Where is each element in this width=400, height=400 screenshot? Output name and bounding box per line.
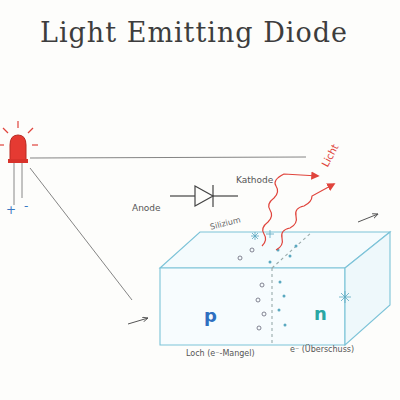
light-wave — [276, 184, 334, 250]
diode-symbol — [170, 185, 238, 207]
silicon-atoms — [251, 230, 351, 303]
current-arrow — [358, 214, 378, 222]
light-label: Licht — [320, 142, 341, 168]
electron-note: e⁻ (Überschuss) — [290, 346, 354, 355]
zoom-line — [30, 157, 306, 158]
material-label: Silizium — [209, 216, 241, 232]
led-dome — [10, 135, 26, 160]
terminal-label: Anode — [132, 204, 161, 214]
polarity-sign: - — [24, 200, 28, 213]
led-leg — [14, 163, 15, 205]
holes — [238, 248, 266, 330]
zoom-line — [30, 168, 132, 300]
region-label: p — [204, 306, 217, 326]
electrons — [269, 245, 298, 327]
led-rim — [8, 159, 28, 163]
semiconductor-block — [160, 232, 390, 345]
region-label: n — [314, 304, 327, 324]
hole-note: Loch (e⁻-Mangel) — [186, 350, 255, 359]
polarity-sign: + — [6, 204, 16, 217]
led-leg — [22, 163, 23, 198]
title: Light Emitting Diode — [40, 18, 348, 48]
terminal-label: Kathode — [236, 176, 273, 186]
led-illustration — [0, 121, 38, 205]
current-arrow — [128, 318, 148, 324]
